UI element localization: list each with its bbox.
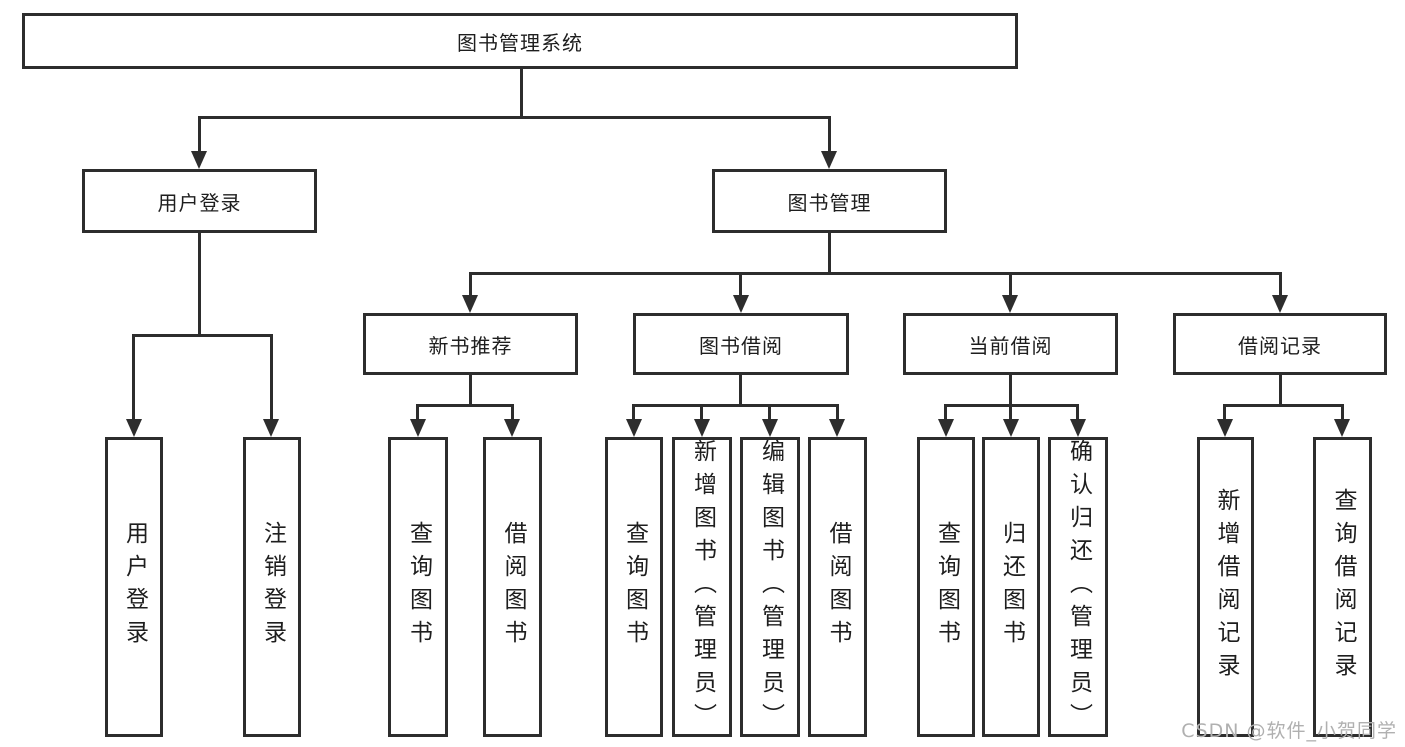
connector-bookborrow-stem [739,375,742,407]
connector-bookmgmt-stem [828,233,831,275]
leaf-query-books-current: 查询图书 [917,437,975,737]
connector-drop-borrow-records [1279,272,1282,297]
node-root: 图书管理系统 [22,13,1018,69]
arrowhead-e2 [1334,419,1350,437]
connector-userlogin-stem [198,233,201,337]
leaf-add-borrow-record-label: 新增借阅记录 [1213,488,1239,686]
node-user-login-label: 用户登录 [157,190,242,215]
leaf-query-books-current-label: 查询图书 [933,521,960,653]
connector-drop-user-login [198,116,201,153]
leaf-user-login-label: 用户登录 [121,521,148,653]
arrowhead-c1 [626,419,642,437]
leaf-borrow-books-recommend-label: 借阅图书 [500,521,526,653]
node-book-borrow-label: 图书借阅 [699,333,783,358]
leaf-borrow-books-2-label: 借阅图书 [825,521,851,653]
leaf-return-book: 归还图书 [982,437,1040,737]
connector-drop-current-borrow [1009,272,1012,297]
leaf-query-borrow-record-label: 查询借阅记录 [1330,488,1356,686]
arrowhead-b1 [410,419,426,437]
arrowhead-c2 [694,419,710,437]
node-user-login: 用户登录 [82,169,317,233]
connector-drop-c1 [632,404,635,421]
csdn-watermark: CSDN @软件_小贺同学 [1181,720,1397,742]
connector-drop-c2 [700,404,703,421]
leaf-edit-book-admin-label: 编辑图书（管理员） [757,438,784,736]
leaf-query-borrow-record: 查询借阅记录 [1313,437,1372,737]
leaf-edit-book-admin: 编辑图书（管理员） [740,437,800,737]
node-current-borrow-label: 当前借阅 [968,333,1053,358]
connector-bookborrow-bar [632,404,839,407]
arrowhead-leaf-logout [263,419,279,437]
connector-drop-c4 [836,404,839,421]
connector-drop-leaf-logout [270,334,273,421]
arrowhead-e1 [1217,419,1233,437]
connector-newbook-stem [469,375,472,407]
connector-drop-e1 [1223,404,1226,421]
arrowhead-d3 [1070,419,1086,437]
leaf-add-borrow-record: 新增借阅记录 [1197,437,1254,737]
leaf-logout-label: 注销登录 [259,521,286,653]
connector-bookmgmt-bar [469,272,1282,275]
arrowhead-book-borrow [733,295,749,313]
node-borrow-records-label: 借阅记录 [1238,333,1322,358]
leaf-borrow-books-2: 借阅图书 [808,437,867,737]
leaf-confirm-return-admin-label: 确认归还（管理员） [1065,438,1092,736]
connector-newbook-bar [416,404,514,407]
node-book-borrow: 图书借阅 [633,313,849,375]
arrowhead-current-borrow [1002,295,1018,313]
arrowhead-c4 [829,419,845,437]
leaf-add-book-admin-label: 新增图书（管理员） [689,438,716,736]
leaf-query-books-borrow-label: 查询图书 [621,521,648,653]
connector-drop-book-mgmt [828,116,831,153]
arrowhead-c3 [762,419,778,437]
node-borrow-records: 借阅记录 [1173,313,1387,375]
leaf-logout: 注销登录 [243,437,301,737]
leaf-user-login: 用户登录 [105,437,163,737]
node-new-book-recommend: 新书推荐 [363,313,578,375]
connector-root-stem [520,69,523,119]
connector-borrowrecords-stem [1279,375,1282,407]
connector-drop-book-borrow [739,272,742,297]
connector-drop-e2 [1341,404,1344,421]
arrowhead-user-login [191,151,207,169]
arrowhead-new-book [462,295,478,313]
leaf-borrow-books-recommend: 借阅图书 [483,437,542,737]
connector-root-bar [198,116,828,119]
node-current-borrow: 当前借阅 [903,313,1118,375]
leaf-query-books-borrow: 查询图书 [605,437,663,737]
connector-drop-leaf-login [132,334,135,421]
arrowhead-d2 [1003,419,1019,437]
connector-borrowrecords-bar [1223,404,1343,407]
node-new-book-recommend-label: 新书推荐 [428,333,513,358]
node-book-mgmt-label: 图书管理 [787,190,872,215]
leaf-query-books-recommend-label: 查询图书 [405,521,432,653]
connector-drop-d2 [1009,404,1012,421]
leaf-query-books-recommend: 查询图书 [388,437,448,737]
leaf-confirm-return-admin: 确认归还（管理员） [1048,437,1108,737]
connector-drop-c3 [768,404,771,421]
connector-userlogin-bar [132,334,273,337]
arrowhead-borrow-records [1272,295,1288,313]
arrowhead-b2 [504,419,520,437]
connector-drop-b2 [511,404,514,421]
connector-drop-new-book [469,272,472,297]
connector-drop-b1 [416,404,419,421]
arrowhead-book-mgmt [821,151,837,169]
arrowhead-leaf-login [126,419,142,437]
leaf-add-book-admin: 新增图书（管理员） [672,437,732,737]
arrowhead-d1 [938,419,954,437]
node-book-mgmt: 图书管理 [712,169,947,233]
connector-drop-d3 [1076,404,1079,421]
node-root-label: 图书管理系统 [457,30,583,55]
connector-drop-d1 [944,404,947,421]
leaf-return-book-label: 归还图书 [998,521,1025,653]
connector-currentborrow-stem [1009,375,1012,407]
